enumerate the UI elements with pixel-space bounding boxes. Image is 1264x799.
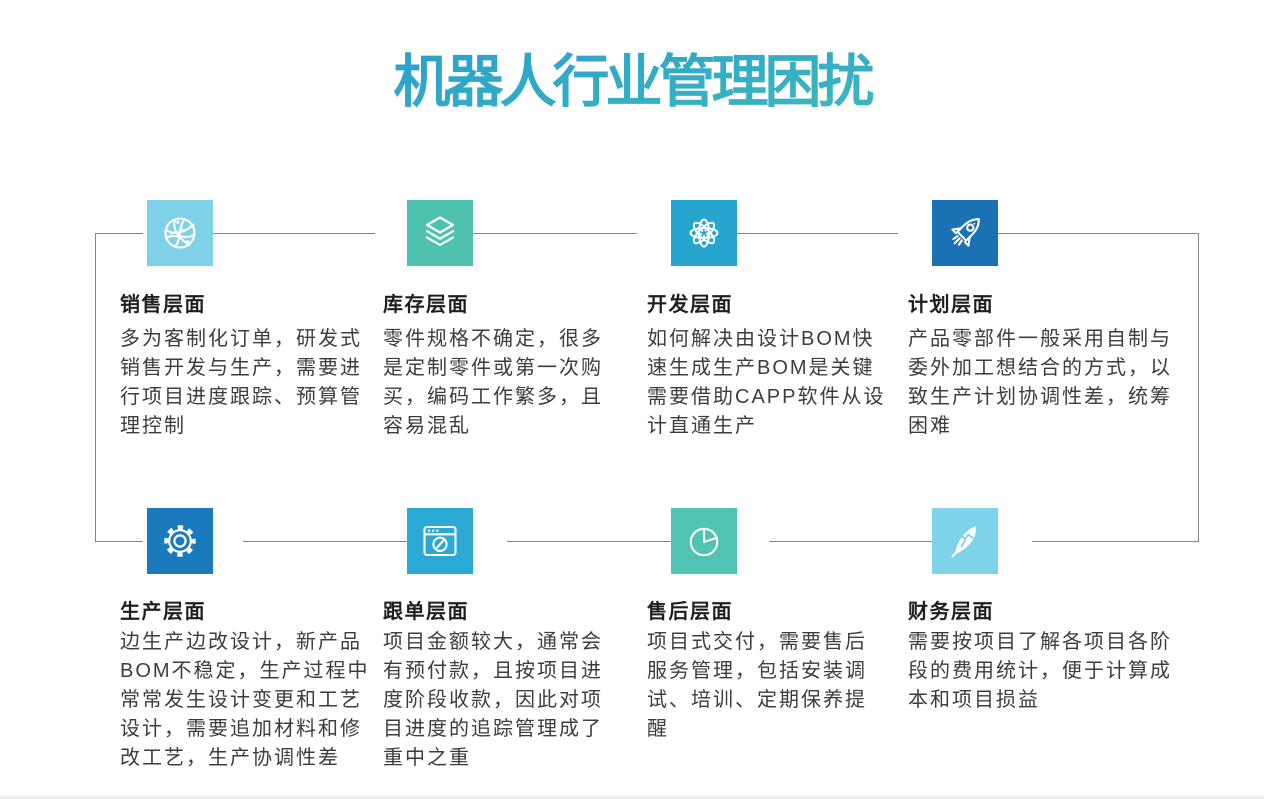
page-title: 机器人行业管理困扰: [0, 36, 1264, 118]
section-body: 零件规格不确定，很多 是定制零件或第一次购 买，编码工作繁多，且 容易混乱: [383, 328, 603, 437]
connector-line-h: [95, 233, 143, 234]
pie-chart-icon: [671, 508, 737, 574]
connector-line-h: [737, 233, 898, 234]
section-body: 多为客制化订单，研发式 销售开发与生产，需要进 行项目进度跟踪、预算管 理控制: [120, 328, 362, 437]
section-heading: 跟单层面: [383, 601, 469, 623]
connector-line-h: [243, 541, 407, 542]
connector-line-v-left: [95, 233, 96, 542]
section-heading: 开发层面: [647, 294, 733, 316]
section-heading: 财务层面: [908, 601, 994, 623]
section-heading: 生产层面: [120, 601, 206, 623]
feather-icon: [932, 508, 998, 574]
bottom-divider: [0, 796, 1264, 799]
connector-line-h: [95, 541, 143, 542]
section-heading: 计划层面: [908, 294, 994, 316]
connector-line-h: [998, 233, 1198, 234]
section-body: 项目金额较大，通常会 有预付款，且按项目进 度阶段收款，因此对项 目进度的追踪管…: [383, 631, 603, 769]
section-body: 需要按项目了解各项目各阶 段的费用统计，便于计算成 本和项目损益: [908, 631, 1172, 711]
connector-line-h: [507, 541, 671, 542]
rocket-icon: [932, 200, 998, 266]
layers-icon: [407, 200, 473, 266]
connector-line-h: [769, 541, 932, 542]
connector-line-h: [213, 233, 375, 234]
browser-compass-icon: [407, 508, 473, 574]
section-body: 产品零部件一般采用自制与 委外加工想结合的方式，以 致生产计划协调性差，统筹 困…: [908, 328, 1172, 437]
atom-icon: [671, 200, 737, 266]
connector-line-h: [1032, 541, 1198, 542]
section-body: 项目式交付，需要售后 服务管理，包括安装调 试、培训、定期保养提 醒: [647, 631, 867, 740]
section-heading: 库存层面: [383, 294, 469, 316]
section-heading: 售后层面: [647, 601, 733, 623]
gear-icon: [147, 508, 213, 574]
globe-network-icon: [147, 200, 213, 266]
section-heading: 销售层面: [120, 294, 206, 316]
connector-line-v-right: [1198, 233, 1199, 542]
section-body: 边生产边改设计，新产品 BOM不稳定，生产过程中 常常发生设计变更和工艺 设计，…: [120, 631, 370, 769]
section-body: 如何解决由设计BOM快 速生成生产BOM是关键 需要借助CAPP软件从设 计直通…: [647, 328, 886, 437]
connector-line-h: [473, 233, 637, 234]
